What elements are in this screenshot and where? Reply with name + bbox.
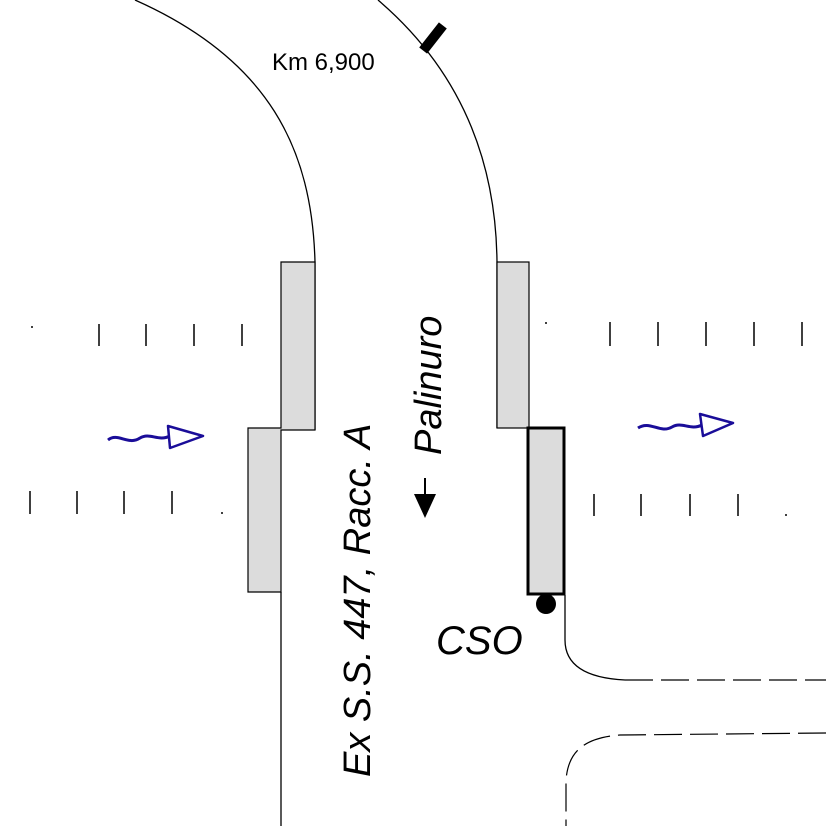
road-name-label: Ex S.S. 447, Racc. A xyxy=(337,424,379,777)
station-platform xyxy=(526,426,566,596)
branch-dashed-lower xyxy=(565,732,826,826)
right-crosswalk-upper xyxy=(545,322,803,346)
left-crosswalk-lower xyxy=(29,491,223,514)
right-crosswalk-lower xyxy=(593,494,787,516)
direction-label: Palinuro xyxy=(408,316,450,455)
left-wavy-right-arrow-icon xyxy=(107,424,205,450)
down-arrow-icon xyxy=(414,478,436,518)
left-crosswalk-upper xyxy=(31,324,243,346)
left-platform xyxy=(247,261,316,593)
km-marker-label: Km 6,900 xyxy=(272,49,375,76)
station-dot-icon xyxy=(536,594,556,614)
right-road-edge-lower xyxy=(564,595,626,681)
station-label: CSO xyxy=(436,619,523,663)
milestone-marker-icon xyxy=(419,22,447,54)
right-road-edge xyxy=(377,0,498,428)
left-road-edge xyxy=(134,0,316,430)
right-platform xyxy=(496,261,530,429)
right-wavy-right-arrow-icon xyxy=(637,412,735,438)
